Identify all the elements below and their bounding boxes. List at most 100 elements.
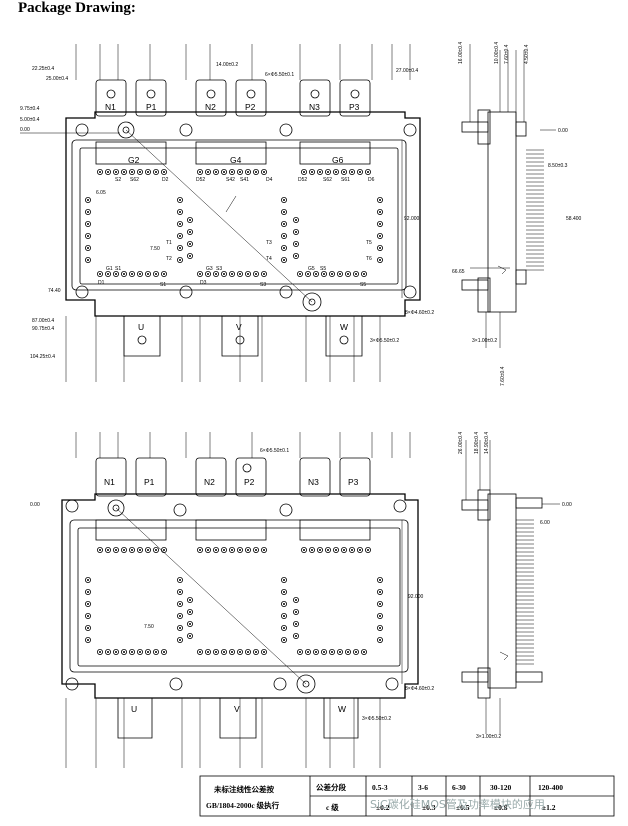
pin-center <box>299 273 301 275</box>
pin-center <box>179 627 181 629</box>
pin-center <box>147 549 149 551</box>
pin <box>176 232 183 239</box>
pin <box>348 547 355 554</box>
pin <box>85 232 92 239</box>
pin-center <box>199 273 201 275</box>
watermark: SiC碳化硅MOS管及功率模块的应用 <box>370 797 545 811</box>
pin-center <box>139 549 141 551</box>
pin <box>244 547 251 554</box>
pin <box>176 589 183 596</box>
pin <box>376 601 383 608</box>
pin <box>186 216 193 223</box>
pin <box>352 649 359 656</box>
pin <box>105 547 112 554</box>
row-label: S62 <box>130 177 139 183</box>
pin-center <box>307 651 309 653</box>
pin-label: N1 <box>105 102 116 112</box>
pin <box>304 270 311 277</box>
dimension-leaders <box>65 44 411 382</box>
pin-center <box>199 651 201 653</box>
pin-center <box>239 273 241 275</box>
pin <box>332 547 339 554</box>
pin <box>85 625 92 632</box>
dimension: 7.50 <box>144 624 154 630</box>
pin <box>300 168 307 175</box>
dimension: 4.50±0.4 <box>524 44 530 64</box>
pin-center <box>215 549 217 551</box>
pin-label: P2 <box>244 477 255 487</box>
pin <box>280 232 287 239</box>
pin <box>85 601 92 608</box>
pin <box>324 168 331 175</box>
pin <box>105 649 112 656</box>
pin-center <box>87 235 89 237</box>
pin-label: N1 <box>104 477 115 487</box>
pin <box>296 270 303 277</box>
table-value-cell: ±0.2 <box>376 803 390 812</box>
pin-center <box>163 651 165 653</box>
pin-center <box>355 651 357 653</box>
pin <box>220 168 227 175</box>
pin <box>121 168 128 175</box>
pin-center <box>189 623 191 625</box>
pin <box>280 244 287 251</box>
pin-center <box>331 651 333 653</box>
bottom-row-label: S5 <box>320 266 326 272</box>
pin-center <box>163 549 165 551</box>
pin <box>280 625 287 632</box>
pin-center <box>263 171 265 173</box>
pin-center <box>231 549 233 551</box>
dimension: 5.00±0.4 <box>20 117 40 123</box>
t-label: T3 <box>266 240 272 246</box>
pin-center <box>147 273 149 275</box>
pin-center <box>155 171 157 173</box>
pin-center <box>123 171 125 173</box>
dimension: 92.000 <box>408 594 424 600</box>
pin <box>220 270 227 277</box>
bottom-row-label: G3 <box>206 266 213 272</box>
pin <box>136 168 143 175</box>
pin <box>304 649 311 656</box>
pin-center <box>295 635 297 637</box>
pin-center <box>283 235 285 237</box>
pin <box>292 609 299 616</box>
pin <box>152 649 159 656</box>
pin <box>260 649 267 656</box>
pin-center <box>87 259 89 261</box>
pin-center <box>87 211 89 213</box>
dimension: 10.00±0.4 <box>494 42 500 64</box>
pin <box>364 547 371 554</box>
output-pin-label: U <box>138 322 144 332</box>
pin <box>376 196 383 203</box>
pin <box>113 649 120 656</box>
pin-center <box>315 651 317 653</box>
pin-center <box>147 651 149 653</box>
pin-center <box>163 273 165 275</box>
pin <box>236 270 243 277</box>
output-pin-label: U <box>131 704 137 714</box>
pin <box>176 244 183 251</box>
pin-center <box>263 273 265 275</box>
pin <box>376 232 383 239</box>
row-label: D2 <box>162 177 169 183</box>
pin <box>292 216 299 223</box>
dimension: 18.90±0.4 <box>474 432 480 454</box>
pin-center <box>347 651 349 653</box>
pin <box>376 244 383 251</box>
tolerance-table: 未标注线性公差按 GB/1804-2000c 级执行 公差分段 c 级 0.5-… <box>199 775 615 817</box>
dimension: 3×Φ5.50±0.2 <box>370 338 399 344</box>
pin-center <box>283 579 285 581</box>
pin-center <box>295 599 297 601</box>
dimension: 7.60±0.4 <box>500 366 506 386</box>
pin <box>204 547 211 554</box>
pin-center <box>107 273 109 275</box>
pin <box>186 228 193 235</box>
row-label: D52 <box>298 177 307 183</box>
table-range-cell: 0.5-3 <box>372 783 388 792</box>
pin-center <box>99 273 101 275</box>
top-pin-tabs <box>95 79 371 117</box>
pin-center <box>283 639 285 641</box>
pin <box>296 649 303 656</box>
bottom-row-label: G5 <box>308 266 315 272</box>
s-label: S5 <box>360 282 366 288</box>
